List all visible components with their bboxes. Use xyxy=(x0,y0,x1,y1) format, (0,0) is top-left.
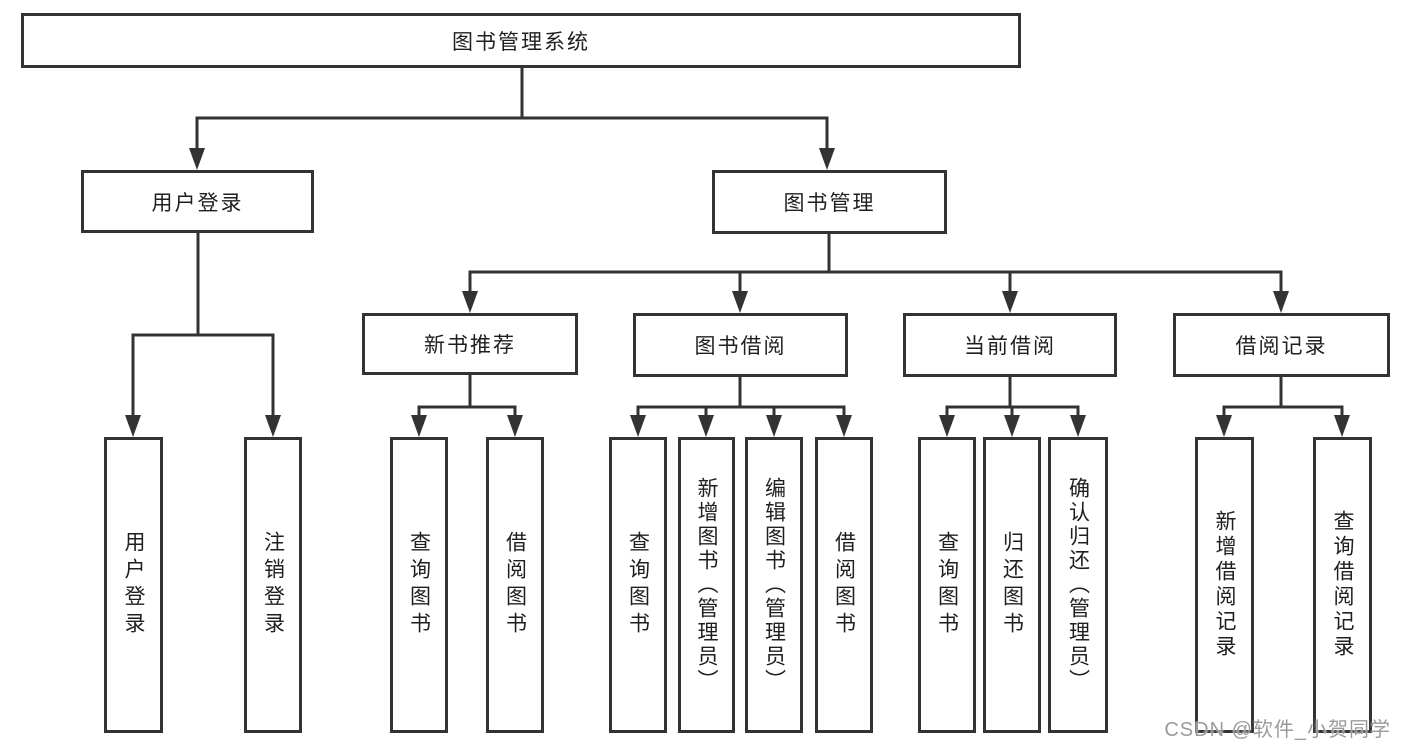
node-book-management: 图书管理 xyxy=(712,170,947,234)
arrowheads xyxy=(125,148,1350,437)
leaf-confirm-return-admin: 确认归还（管理员） xyxy=(1048,437,1108,733)
leaf-borrow-books-recommend: 借阅图书 xyxy=(486,437,544,733)
leaf-edit-book-admin: 编辑图书（管理员） xyxy=(745,437,803,733)
node-new-book-recommend: 新书推荐 xyxy=(362,313,578,375)
node-borrow-records: 借阅记录 xyxy=(1173,313,1390,377)
csdn-watermark: CSDN @软件_小贺同学 xyxy=(1164,719,1391,741)
leaf-borrow-books-borrow: 借阅图书 xyxy=(815,437,873,733)
node-user-login: 用户登录 xyxy=(81,170,314,233)
leaf-query-books-current: 查询图书 xyxy=(918,437,976,733)
leaf-query-books-recommend: 查询图书 xyxy=(390,437,448,733)
leaf-query-borrow-record: 查询借阅记录 xyxy=(1313,437,1372,733)
node-root-library-system: 图书管理系统 xyxy=(21,13,1021,68)
leaf-add-borrow-record: 新增借阅记录 xyxy=(1195,437,1254,733)
node-current-borrow: 当前借阅 xyxy=(903,313,1117,377)
leaf-logout: 注销登录 xyxy=(244,437,302,733)
leaf-return-book: 归还图书 xyxy=(983,437,1041,733)
leaf-query-books-borrow: 查询图书 xyxy=(609,437,667,733)
leaf-user-login: 用户登录 xyxy=(104,437,163,733)
leaf-add-book-admin: 新增图书（管理员） xyxy=(678,437,735,733)
node-book-borrow: 图书借阅 xyxy=(633,313,848,377)
